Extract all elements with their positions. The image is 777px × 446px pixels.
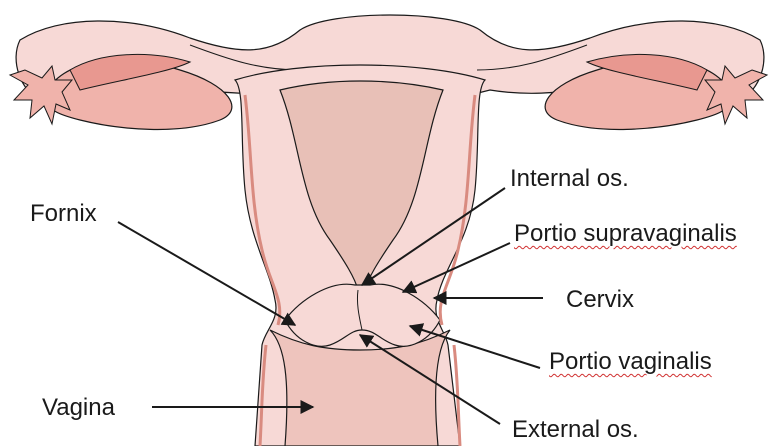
- label-cervix: Cervix: [566, 288, 634, 312]
- label-fornix: Fornix: [30, 202, 97, 226]
- label-internal-os: Internal os.: [510, 167, 629, 191]
- label-external-os: External os.: [512, 418, 639, 442]
- label-portio-vaginalis: Portio vaginalis: [549, 350, 712, 374]
- label-portio-supravaginalis: Portio supravaginalis: [514, 222, 737, 246]
- label-vagina: Vagina: [42, 396, 115, 420]
